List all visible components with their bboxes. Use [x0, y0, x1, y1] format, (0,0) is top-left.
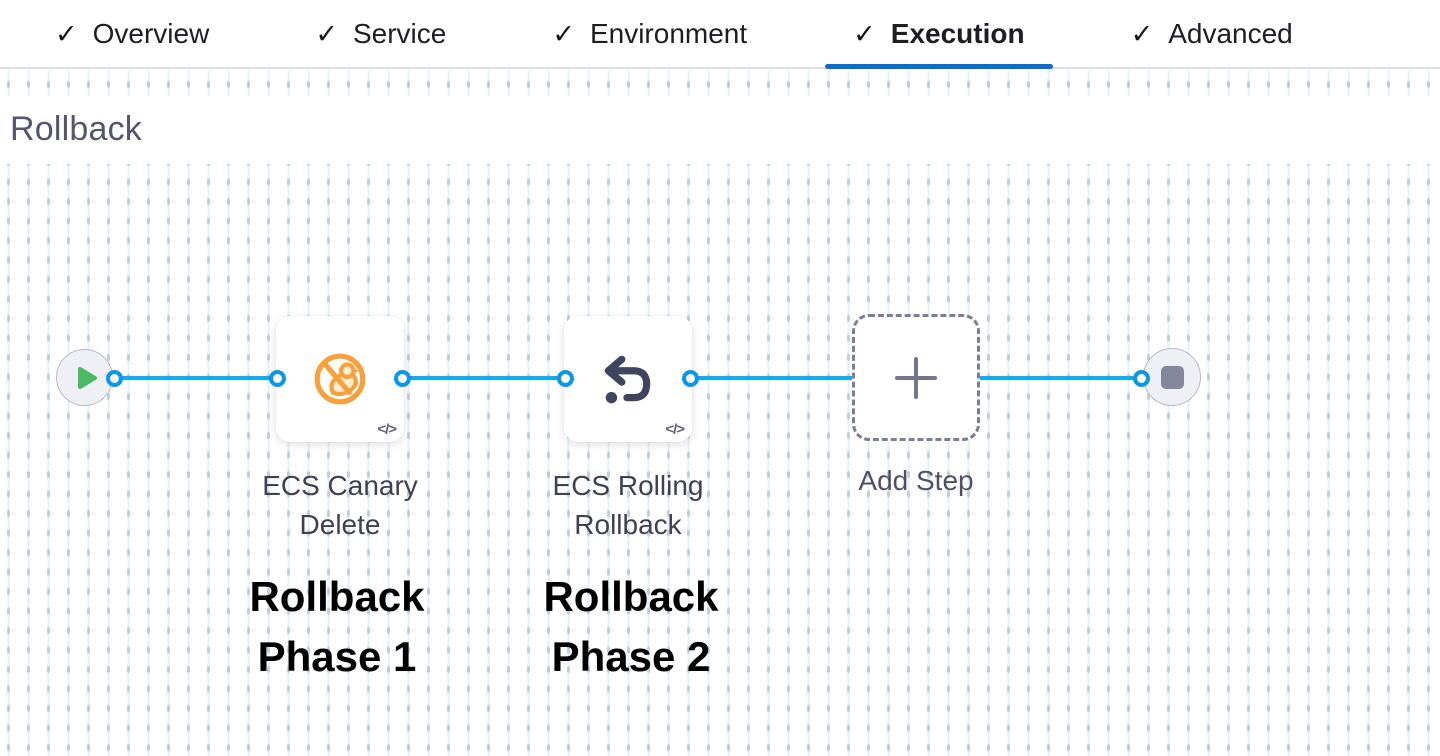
tab-label: Execution [890, 17, 1025, 49]
tab-label: Advanced [1168, 17, 1293, 49]
section-title: Rollback [10, 110, 142, 148]
port-end-in[interactable] [1132, 369, 1150, 387]
canary-delete-icon [314, 353, 366, 405]
rolling-rollback-icon [604, 355, 651, 404]
plus-icon [895, 356, 937, 399]
check-icon: ✓ [1130, 19, 1154, 49]
step-label-ecs-rolling-rollback: ECS Rolling Rollback [552, 470, 704, 540]
tab-environment[interactable]: ✓ Environment [524, 0, 775, 67]
tab-execution[interactable]: ✓ Execution [825, 0, 1054, 69]
annotation-rollback-phase-1: Rollback Phase 1 [249, 573, 425, 680]
edge-connector [402, 376, 565, 380]
edge-connector [980, 376, 1141, 380]
edge-connector [114, 376, 277, 380]
play-icon [77, 366, 97, 389]
edge-connector [690, 376, 852, 380]
pipeline-canvas[interactable]: Rollback </> </> [0, 70, 1440, 756]
pipeline-end-node [1143, 348, 1201, 406]
annotation-rollback-phase-2: Rollback Phase 2 [543, 573, 719, 680]
port-start-out[interactable] [105, 369, 123, 387]
stage-config-tabbar: ✓ Overview ✓ Service ✓ Environment ✓ Exe… [0, 0, 1440, 69]
tab-label: Service [352, 17, 447, 49]
stop-icon [1160, 365, 1184, 389]
tab-label: Environment [589, 17, 748, 49]
add-step-button[interactable] [852, 314, 980, 441]
pipeline-start-node [56, 349, 113, 406]
port-step1-in[interactable] [268, 369, 286, 387]
tab-overview[interactable]: ✓ Overview [27, 0, 237, 67]
section-heading-band: Rollback [0, 96, 1440, 164]
canvas-grid [0, 70, 1440, 756]
check-icon: ✓ [853, 19, 876, 49]
tab-service[interactable]: ✓ Service [287, 0, 474, 67]
port-step2-in[interactable] [556, 369, 574, 387]
tab-advanced[interactable]: ✓ Advanced [1103, 0, 1321, 67]
step-ecs-canary-delete[interactable]: </> [276, 316, 404, 442]
port-step2-out[interactable] [681, 369, 699, 387]
code-badge-icon: </> [377, 421, 397, 438]
port-step1-out[interactable] [393, 369, 411, 387]
add-step-label: Add Step [858, 465, 974, 496]
code-badge-icon: </> [665, 421, 685, 438]
step-label-ecs-canary-delete: ECS Canary Delete [262, 470, 418, 540]
tab-label: Overview [92, 17, 210, 49]
check-icon: ✓ [315, 19, 338, 49]
check-icon: ✓ [552, 19, 575, 49]
step-ecs-rolling-rollback[interactable]: </> [564, 316, 692, 442]
check-icon: ✓ [55, 19, 78, 49]
